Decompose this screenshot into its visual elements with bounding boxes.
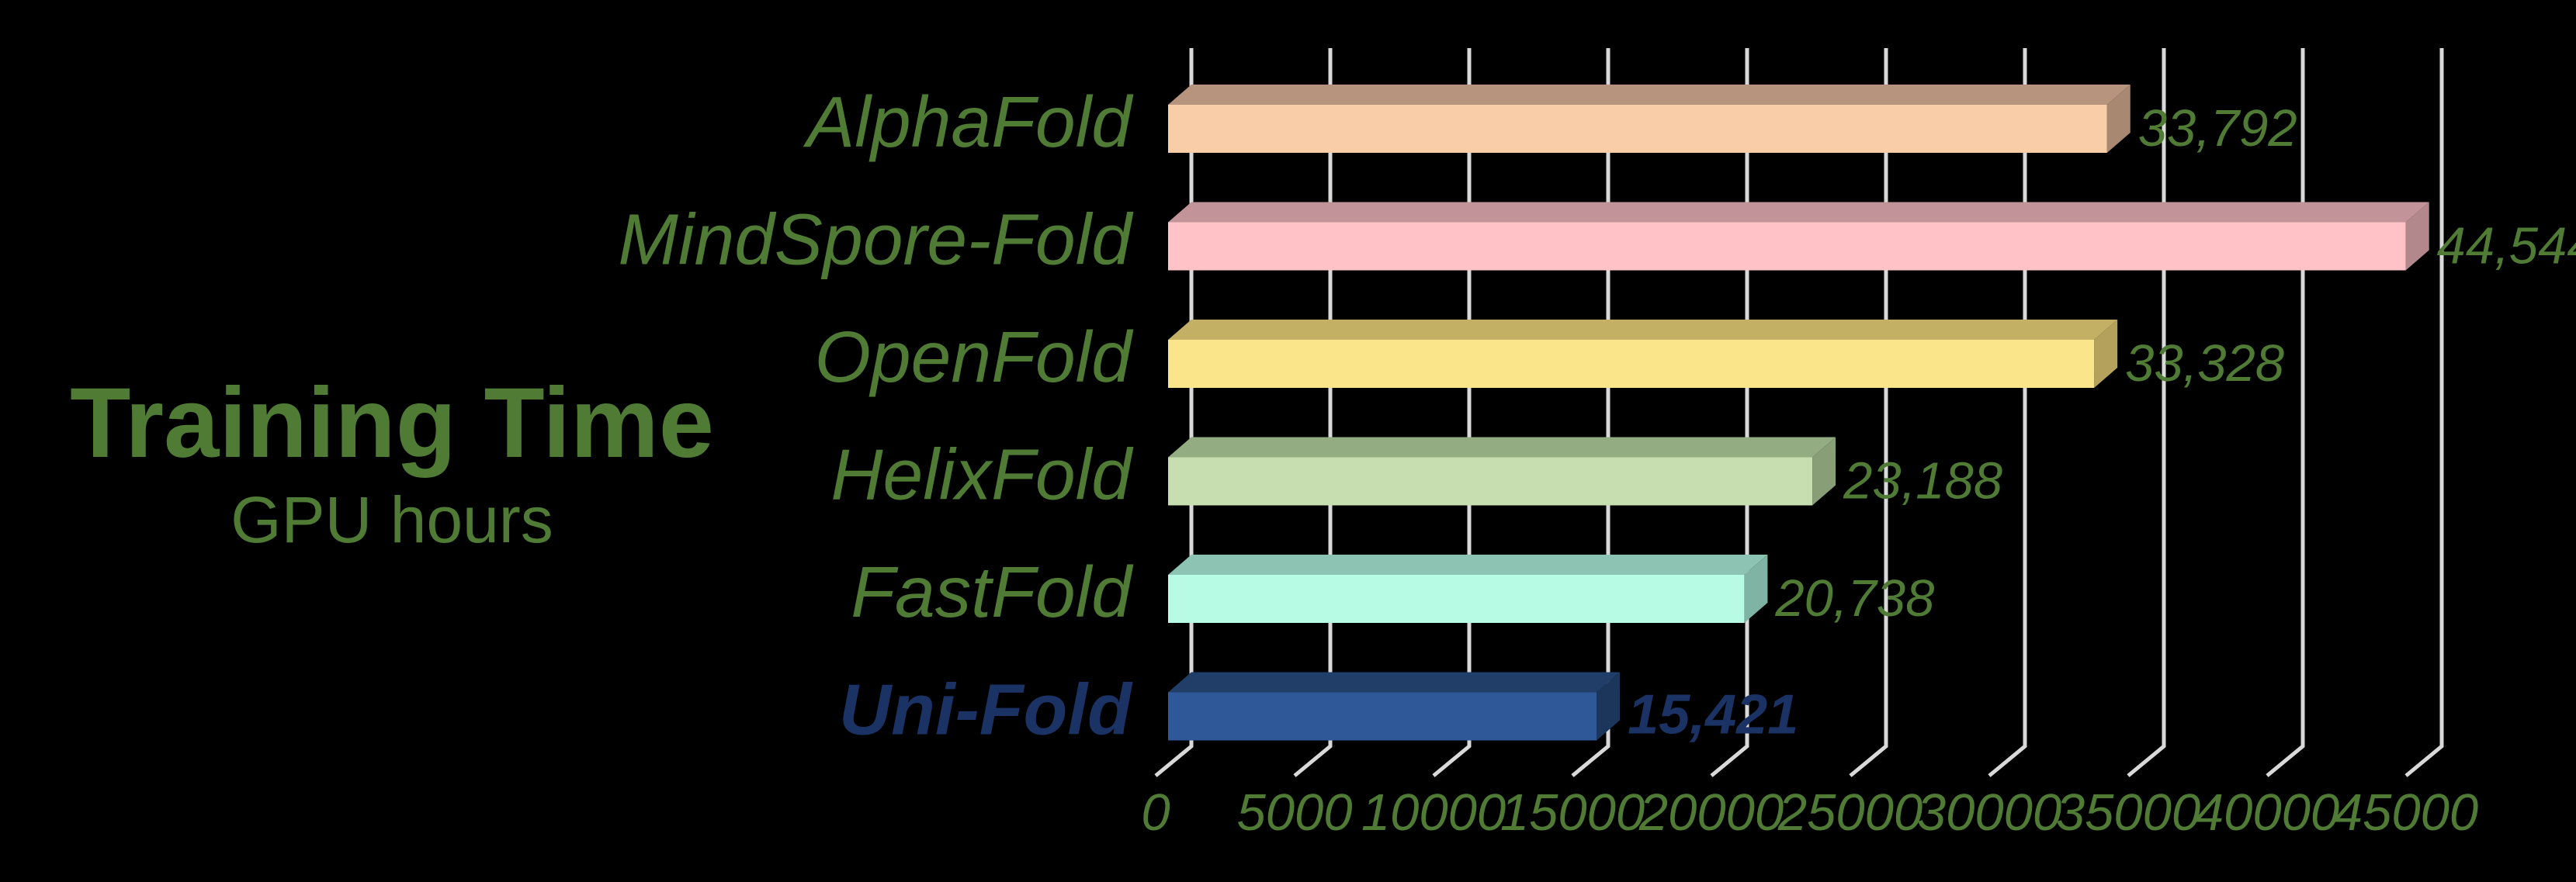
x-axis-tick-label: 20000 <box>1638 783 1784 842</box>
chart-title: Training Time <box>70 368 714 479</box>
value-label-openfold: 33,328 <box>2125 334 2284 393</box>
bar-fastfold <box>1168 575 1745 623</box>
x-axis-tick-label: 25000 <box>1777 783 1922 842</box>
x-axis-tick-label: 0 <box>1141 783 1170 842</box>
gridline <box>1154 48 1194 777</box>
gridline <box>1432 48 1472 777</box>
bar-openfold-top-face <box>1168 320 2118 340</box>
value-label-mindspore-fold: 44,544 <box>2437 217 2576 275</box>
bar-openfold <box>1168 340 2095 388</box>
gridline <box>1293 48 1333 777</box>
bar-helixfold-side-face <box>1812 437 1836 506</box>
bar-mindspore-fold-top-face <box>1168 202 2429 223</box>
gridline <box>2127 48 2166 777</box>
bar-uni-fold-top-face <box>1168 672 1621 693</box>
bar-mindspore-fold <box>1168 222 2406 271</box>
bar-alphafold-side-face <box>2106 85 2130 153</box>
x-axis-tick-label: 45000 <box>2334 783 2478 842</box>
x-axis-tick-label: 15000 <box>1500 783 1645 842</box>
gridline <box>1571 48 1610 777</box>
category-label-openfold: OpenFold <box>815 316 1135 397</box>
bar-fastfold-top-face <box>1168 555 1768 575</box>
bar-fastfold-side-face <box>1744 555 1768 623</box>
bar-helixfold-top-face <box>1168 437 1836 458</box>
bar-helixfold <box>1168 457 1813 506</box>
value-label-helixfold: 23,188 <box>1843 452 2002 510</box>
category-label-fastfold: FastFold <box>851 552 1134 632</box>
x-axis-tick-label: 10000 <box>1361 783 1506 842</box>
category-label-mindspore-fold: MindSpore-Fold <box>618 199 1134 280</box>
x-axis-tick-label: 40000 <box>2195 783 2339 842</box>
value-label-fastfold: 20,738 <box>1774 569 1934 628</box>
bar-uni-fold <box>1168 692 1597 741</box>
x-axis-tick-label: 30000 <box>1917 783 2061 842</box>
gridline <box>1988 48 2027 777</box>
value-label-alphafold: 33,792 <box>2138 99 2297 157</box>
bar-alphafold-top-face <box>1168 85 2130 105</box>
category-label-alphafold: AlphaFold <box>803 81 1134 162</box>
bar-uni-fold-side-face <box>1597 672 1621 741</box>
category-label-helixfold: HelixFold <box>830 434 1134 515</box>
bar-alphafold <box>1168 105 2107 153</box>
category-label-uni-fold: Uni-Fold <box>839 669 1133 750</box>
gridline <box>2266 48 2305 777</box>
bar-mindspore-fold-side-face <box>2405 202 2429 271</box>
gridline <box>1849 48 1888 777</box>
bar-openfold-side-face <box>2094 320 2118 388</box>
x-axis-tick-label: 35000 <box>2056 783 2200 842</box>
chart-subtitle: GPU hours <box>231 483 553 556</box>
chart-title-block: Training Time GPU hours <box>43 368 741 556</box>
x-axis-tick-label: 5000 <box>1236 783 1352 842</box>
gridline <box>1710 48 1749 777</box>
value-label-uni-fold: 15,421 <box>1628 684 1798 746</box>
gridline <box>2404 48 2444 777</box>
